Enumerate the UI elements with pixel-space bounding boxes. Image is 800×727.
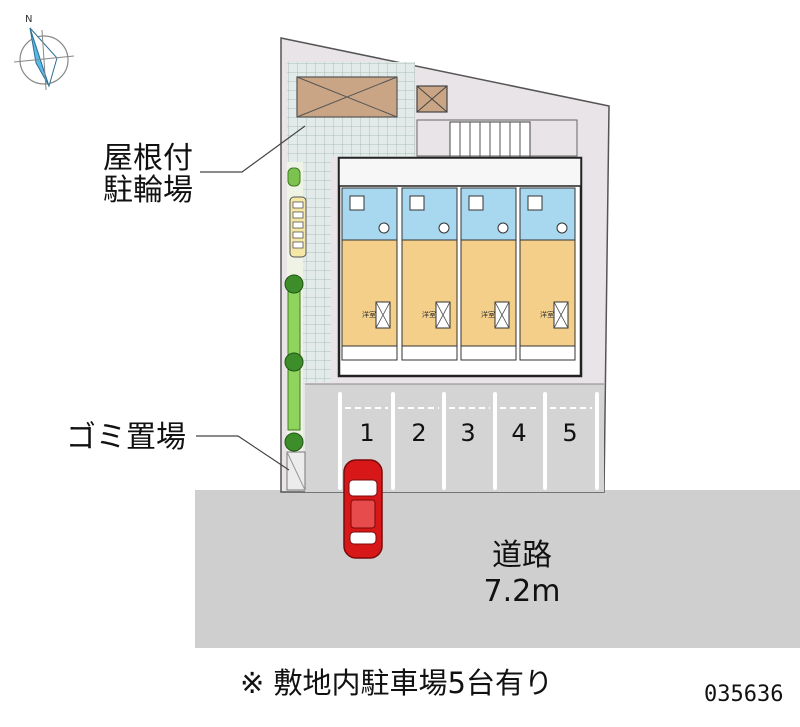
unit-room-label: 洋室: [362, 310, 376, 319]
property-code: 035636: [704, 682, 784, 707]
leader-line-garbage: [196, 435, 290, 471]
compass-icon: N: [13, 14, 75, 91]
parking-stall-lines: [338, 392, 599, 490]
unit-1: [341, 187, 398, 361]
unit-2: [401, 187, 458, 361]
unit-room-label: 洋室: [422, 310, 436, 319]
parking-space-number: 4: [511, 419, 527, 447]
shrub: [284, 432, 304, 452]
parking-note: ※ 敷地内駐車場5台有り: [240, 666, 553, 700]
stair-treads: [459, 122, 521, 158]
bicycle-parking-label-line1: 屋根付: [103, 141, 193, 176]
unit-3: [460, 187, 517, 361]
parking-space-number: 3: [460, 419, 476, 447]
shrub: [284, 274, 304, 294]
parking-space-number: 5: [562, 419, 578, 447]
leader-line-bicycle: [200, 125, 306, 173]
shrub: [284, 352, 304, 372]
bicycle-slots: [292, 201, 304, 249]
road-name: 道路: [492, 538, 552, 573]
bicycle-parking-label-line2: 駐輪場: [103, 173, 193, 208]
road: [195, 490, 800, 648]
road-width: 7.2m: [483, 574, 561, 609]
balcony-corridor: [338, 157, 582, 187]
compass-north-label: N: [25, 14, 32, 25]
bicycle-parking-label: 屋根付 駐輪場: [96, 143, 200, 207]
garbage-area-label: ゴミ置場: [66, 420, 186, 455]
parking-space-number: 1: [359, 419, 375, 447]
unit-room-label: 洋室: [540, 310, 554, 319]
unit-room-label: 洋室: [481, 310, 495, 319]
road-label: 道路 7.2m: [470, 538, 574, 610]
parking-space-number: 2: [411, 419, 427, 447]
unit-4: [519, 187, 576, 361]
shrub-bed: [287, 167, 301, 187]
car: [343, 459, 383, 559]
